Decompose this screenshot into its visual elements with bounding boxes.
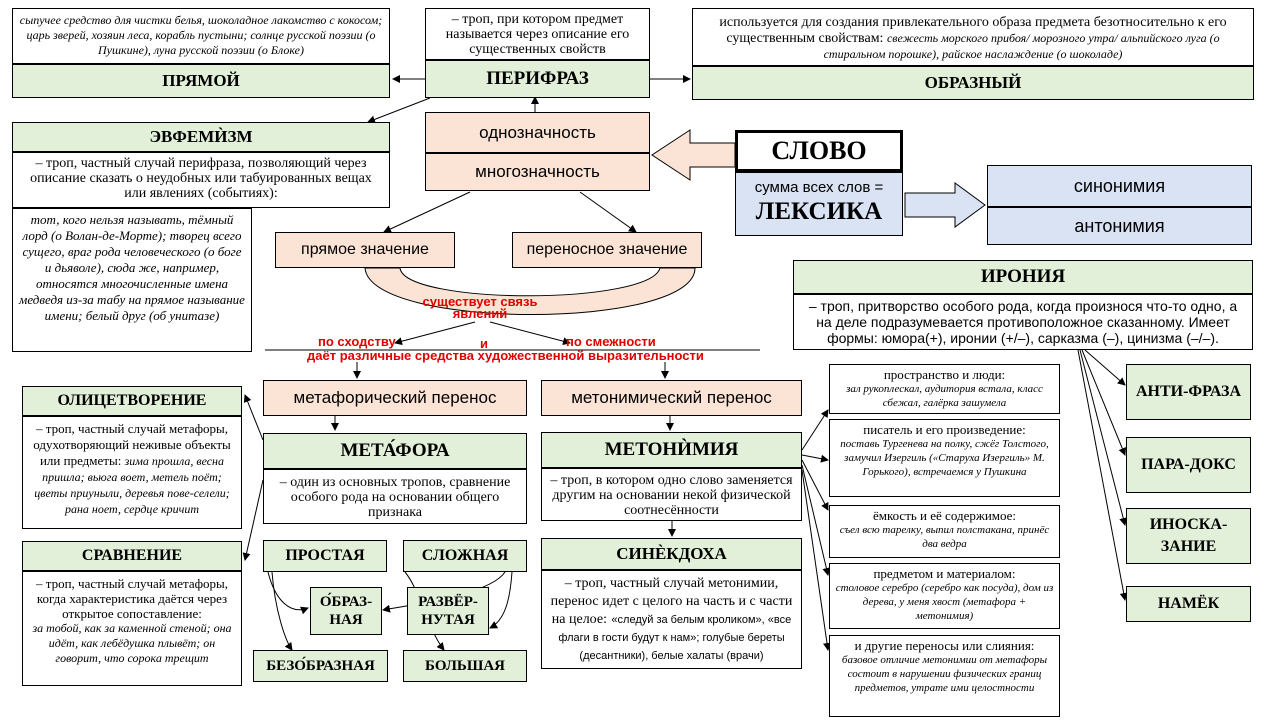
metonymy-header: МЕТОНЍМИЯ bbox=[541, 432, 802, 468]
comparison-examples: за тобой, как за каменной стеной; она ид… bbox=[32, 621, 232, 665]
synecdoche-description: – троп, частный случай метонимии, перено… bbox=[541, 570, 802, 669]
metonymy-type-head: писатель и его произведение: bbox=[863, 422, 1026, 437]
metonymy-description: – троп, в котором одно слово заменяется … bbox=[541, 468, 802, 521]
metonymy-type-example: съел всю тарелку, выпил полстакана, прин… bbox=[839, 524, 1050, 550]
euphemism-description: – троп, частный случай перифраза, позвол… bbox=[12, 152, 390, 208]
comparison-desc-text: – троп, частный случай метафоры, когда х… bbox=[36, 576, 228, 621]
metonymy-type-3: ёмкость и её содержимое: съел всю тарелк… bbox=[829, 505, 1060, 558]
synecdoche-desc-text: – троп, частный случай метонимии, перено… bbox=[550, 576, 793, 627]
obrazny-desc-text: используется для создания привлекательно… bbox=[719, 15, 1227, 46]
slovo-box: СЛОВО bbox=[735, 130, 903, 172]
daet-label: даёт различные средства художественной в… bbox=[307, 348, 704, 363]
metonymy-type-head: предметом и материалом: bbox=[873, 566, 1016, 581]
personification-description: – троп, частный случай метафоры, одухотв… bbox=[22, 416, 242, 529]
namek-box: НАМЁК bbox=[1126, 586, 1251, 622]
leksika-box: сумма всех слов = ЛЕКСИКА bbox=[735, 172, 903, 236]
personification-desc-text: – троп, частный случай метафоры, одухотв… bbox=[33, 421, 231, 468]
metonymy-type-head: и другие переносы или слияния: bbox=[854, 638, 1035, 653]
leksika-label: ЛЕКСИКА bbox=[755, 198, 883, 225]
perifraz-description: – троп, при котором предмет называется ч… bbox=[425, 8, 650, 60]
metonymy-type-1: пространство и люди: зал рукоплескал, ау… bbox=[829, 364, 1060, 414]
mnogoznachnost-box: многозначность bbox=[425, 153, 650, 191]
metonymy-type-example: базовое отличие метонимии от метафоры со… bbox=[841, 654, 1048, 694]
comparison-header: СРАВНЕНИЕ bbox=[22, 541, 242, 571]
metonymy-type-example: поставь Тургенева на полку, сжёг Толстог… bbox=[840, 438, 1049, 478]
bolshaya-box: БОЛЬШАЯ bbox=[403, 650, 527, 682]
i-label: и bbox=[480, 336, 488, 351]
paradoks-box: ПАРА-ДОКС bbox=[1126, 437, 1251, 493]
pryamoe-znachenie: прямое значение bbox=[275, 232, 455, 268]
euphemism-examples: тот, кого нельзя называть, тёмный лорд (… bbox=[12, 208, 252, 352]
obrazny-desc-examples: свежесть морского прибоя/ морозного утра… bbox=[823, 31, 1220, 61]
bezobraznaya-box: БЕЗО́БРАЗНАЯ bbox=[253, 650, 388, 682]
slozhnaya-box: СЛОЖНАЯ bbox=[403, 540, 527, 572]
metaphor-description: – один из основных тропов, сравнение осо… bbox=[263, 469, 527, 524]
summa-label: сумма всех слов = bbox=[754, 179, 884, 196]
metonymy-type-5: и другие переносы или слияния: базовое о… bbox=[829, 635, 1060, 717]
irony-description: – троп, притворство особого рода, когда … bbox=[793, 294, 1253, 350]
odnoznachnost-box: однозначность bbox=[425, 112, 650, 153]
metaphor-perenos: метафорический перенос bbox=[263, 380, 527, 416]
comparison-description: – троп, частный случай метафоры, когда х… bbox=[22, 571, 242, 686]
metonymy-type-4: предметом и материалом: столовое серебро… bbox=[829, 563, 1060, 629]
svyaz-label-2: явлений bbox=[452, 306, 508, 321]
antifraza-box: АНТИ-ФРАЗА bbox=[1126, 364, 1251, 420]
obraznaya-box: О́БРАЗ-НАЯ bbox=[310, 587, 382, 635]
personification-examples: зима прошла, весна пришла; вьюга воет, м… bbox=[34, 454, 230, 516]
pryamoy-header: ПРЯМОЙ bbox=[12, 64, 390, 98]
personification-header: ОЛИЦЕТВОРЕНИЕ bbox=[22, 386, 242, 416]
pryamoy-description: сыпучее средство для чистки белья, шокол… bbox=[12, 8, 390, 64]
obrazny-header: ОБРАЗНЫЙ bbox=[692, 66, 1254, 100]
synecdoche-header: СИНЀКДОХА bbox=[541, 538, 802, 570]
prostaya-box: ПРОСТАЯ bbox=[263, 540, 387, 572]
metonymy-type-head: пространство и люди: bbox=[883, 367, 1006, 382]
inoskazanie-box: ИНОСКА-ЗАНИЕ bbox=[1126, 508, 1251, 564]
synecdoche-examples: «следуй за белым кроликом», «все флаги в… bbox=[558, 614, 792, 662]
perifraz-header: ПЕРИФРАЗ bbox=[425, 60, 650, 98]
perenosnoe-znachenie: переносное значение bbox=[512, 232, 702, 268]
obrazny-description: используется для создания привлекательно… bbox=[692, 8, 1254, 66]
po-smezhnosti-label: по смежности bbox=[566, 334, 656, 349]
irony-header: ИРОНИЯ bbox=[793, 260, 1253, 294]
metonymy-type-example: столовое серебро (серебро как посуда), д… bbox=[835, 582, 1054, 622]
antonimiya-box: антонимия bbox=[987, 207, 1252, 245]
metaphor-header: МЕТА́ФОРА bbox=[263, 433, 527, 469]
euphemism-header: ЭВФЕМЍЗМ bbox=[12, 122, 390, 152]
razvernutaya-box: РАЗВЁР-НУТАЯ bbox=[407, 587, 489, 635]
metonymy-perenos: метонимический перенос bbox=[541, 380, 802, 416]
metonymy-type-head: ёмкость и её содержимое: bbox=[872, 508, 1017, 523]
sinonimiya-box: синонимия bbox=[987, 165, 1252, 207]
po-shodstvu-label: по сходству bbox=[318, 334, 396, 349]
metonymy-type-2: писатель и его произведение: поставь Тур… bbox=[829, 419, 1060, 497]
svyaz-label-1: существует связь bbox=[422, 294, 538, 309]
metonymy-type-example: зал рукоплескал, аудитория встала, класс… bbox=[846, 383, 1043, 409]
